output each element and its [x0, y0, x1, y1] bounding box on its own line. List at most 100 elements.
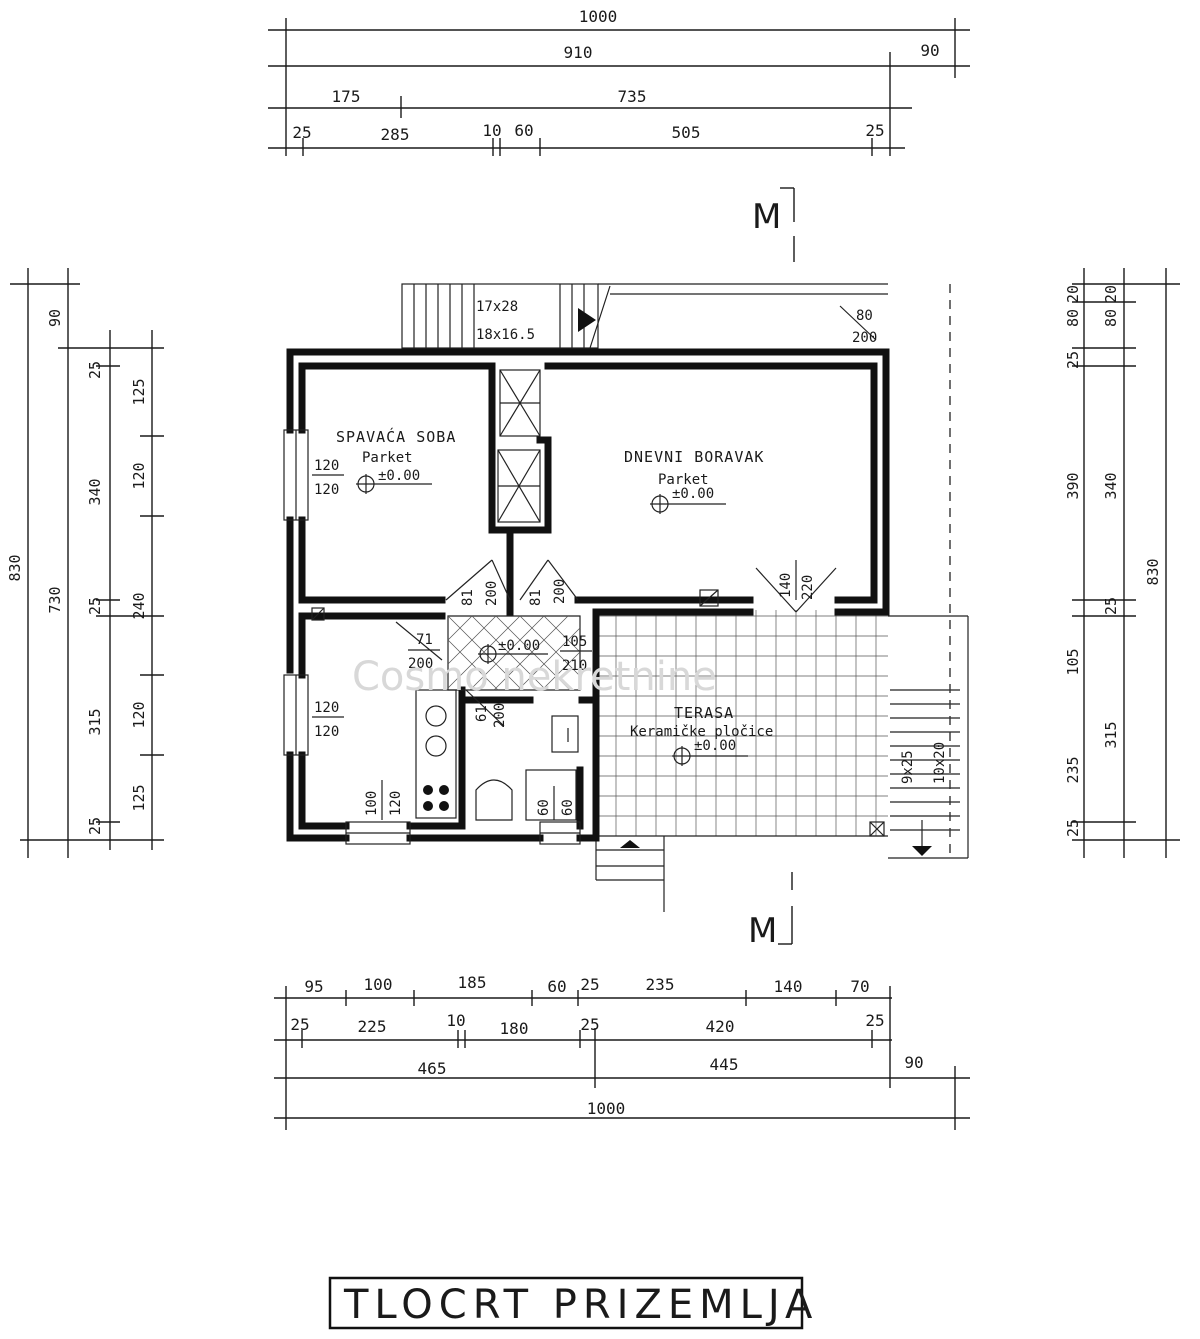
- left-dimensions: 830 90 730 25 340 25 315 25 125 120 240 …: [6, 268, 164, 858]
- dim-top-25a: 25: [292, 123, 311, 142]
- room-terrace-floor: Keramičke pločice: [630, 724, 773, 740]
- hall-level: ±0.00: [498, 638, 540, 654]
- dim-bot-95: 95: [304, 977, 323, 996]
- section-marks: M M: [748, 187, 795, 951]
- hall-tiles: [447, 615, 581, 691]
- dim-right-25a: 25: [1064, 351, 1082, 369]
- dim-left-25c: 25: [86, 817, 104, 835]
- win-bed-bot-h: 120: [314, 724, 339, 740]
- win-bottom-h: 120: [388, 791, 404, 816]
- drawing-title: TLOCRT PRIZEMLJA: [328, 1276, 818, 1330]
- dim-left-120b: 120: [130, 701, 148, 728]
- toilet-icon: [475, 779, 513, 821]
- dim-right-80a: 80: [1064, 309, 1082, 327]
- dim-right-105: 105: [1064, 648, 1082, 675]
- dim-right-25c: 25: [1102, 597, 1120, 615]
- room-bedroom-floor: Parket: [362, 450, 413, 466]
- dim-right-315: 315: [1102, 721, 1120, 748]
- entry-steps: [595, 836, 665, 912]
- win-bed-top-w: 120: [314, 458, 339, 474]
- dim-top-25b: 25: [865, 121, 884, 140]
- vent-icon: [311, 607, 325, 621]
- dim-bot-445: 445: [710, 1055, 739, 1074]
- stair-side-size-2: 10x20: [932, 742, 948, 784]
- upper-stair: 17x28 18x16.5 80 200: [401, 283, 888, 349]
- door-top-height: 200: [852, 330, 877, 346]
- watermark: Cosmo nekretnine: [352, 654, 717, 700]
- door-living-big-w: 140: [778, 573, 794, 598]
- room-living-level: ±0.00: [672, 486, 714, 502]
- dim-right-20b: 20: [1102, 285, 1120, 303]
- kitchen-counter: [415, 689, 457, 819]
- stair-side-size-1: 9x25: [900, 750, 916, 784]
- door-kitchen-w: 71: [416, 632, 433, 648]
- chimney: [311, 369, 719, 621]
- dim-bot-235: 235: [646, 975, 675, 994]
- dim-top-total: 1000: [579, 7, 618, 26]
- room-terrace-level: ±0.00: [694, 738, 736, 754]
- dim-left-120a: 120: [130, 462, 148, 489]
- dim-right-25b: 25: [1064, 819, 1082, 837]
- dim-top-175: 175: [332, 87, 361, 106]
- stove-icon: [423, 785, 433, 795]
- win-bed-bot-w: 120: [314, 700, 339, 716]
- room-bedroom-name: SPAVAĆA SOBA: [336, 427, 456, 446]
- sink-icon: [425, 705, 447, 727]
- door-living-h: 200: [552, 579, 568, 604]
- dim-bot-90: 90: [904, 1053, 923, 1072]
- dim-right-390: 390: [1064, 472, 1082, 499]
- dim-bot-140: 140: [774, 977, 803, 996]
- side-stair-arrow-icon: [912, 846, 932, 856]
- dim-top-60: 60: [514, 121, 533, 140]
- dim-right-20a: 20: [1064, 285, 1082, 303]
- dim-bot-70: 70: [850, 977, 869, 996]
- entry-arrow-icon: [620, 840, 640, 848]
- door-bed-w: 81: [460, 589, 476, 606]
- dim-left-340: 340: [86, 478, 104, 505]
- terrace-tiles: [596, 610, 888, 837]
- right-dimensions: 80 20 25 390 105 235 25 80 20 340 25 315…: [1064, 268, 1180, 858]
- stair-upper-size-1: 17x28: [476, 299, 518, 315]
- dim-bot-225: 225: [358, 1017, 387, 1036]
- section-mark-top: M: [752, 197, 781, 237]
- win-bed-top-h: 120: [314, 482, 339, 498]
- dim-left-25a: 25: [86, 361, 104, 379]
- dim-left-730: 730: [46, 586, 64, 613]
- shower-icon: [525, 769, 577, 821]
- dim-right-235: 235: [1064, 756, 1082, 783]
- dim-bot-100: 100: [364, 975, 393, 994]
- dim-top-90: 90: [920, 41, 939, 60]
- dim-bot-25a: 25: [580, 975, 599, 994]
- dim-bot-10: 10: [446, 1011, 465, 1030]
- dim-left-90: 90: [46, 309, 64, 327]
- win-bath-h: 60: [560, 799, 576, 816]
- dim-bot-25c: 25: [580, 1015, 599, 1034]
- dim-left-125b: 125: [130, 784, 148, 811]
- windows: [283, 429, 581, 845]
- dim-bot-420: 420: [706, 1017, 735, 1036]
- stair-arrow-icon: [578, 308, 596, 332]
- stair-upper-size-2: 18x16.5: [476, 327, 535, 343]
- door-bath-w: 61: [474, 705, 490, 722]
- room-terrace-name: TERASA: [674, 704, 734, 722]
- drawing-title-text: TLOCRT PRIZEMLJA: [343, 1282, 818, 1328]
- walls: [286, 348, 890, 842]
- door-swings: [395, 559, 837, 727]
- dim-left-830: 830: [6, 554, 24, 581]
- dim-right-80b: 80: [1102, 309, 1120, 327]
- door-entry-h: 210: [562, 658, 587, 674]
- room-labels: SPAVAĆA SOBA Parket ±0.00 DNEVNI BORAVAK…: [336, 427, 773, 766]
- dim-bot-185: 185: [458, 973, 487, 992]
- dim-top-910: 910: [564, 43, 593, 62]
- dim-bot-25b: 25: [290, 1015, 309, 1034]
- win-bath-w: 60: [536, 799, 552, 816]
- bathroom-fixtures: [475, 715, 579, 821]
- room-bedroom-level: ±0.00: [378, 468, 420, 484]
- top-dimensions: 1000 910 90 175 735 25 285 10 60 505 25: [268, 7, 970, 156]
- door-living-big-h: 220: [800, 575, 816, 600]
- dim-bot-180: 180: [500, 1019, 529, 1038]
- dim-right-830: 830: [1144, 558, 1162, 585]
- room-living-floor: Parket: [658, 472, 709, 488]
- dim-left-25b: 25: [86, 597, 104, 615]
